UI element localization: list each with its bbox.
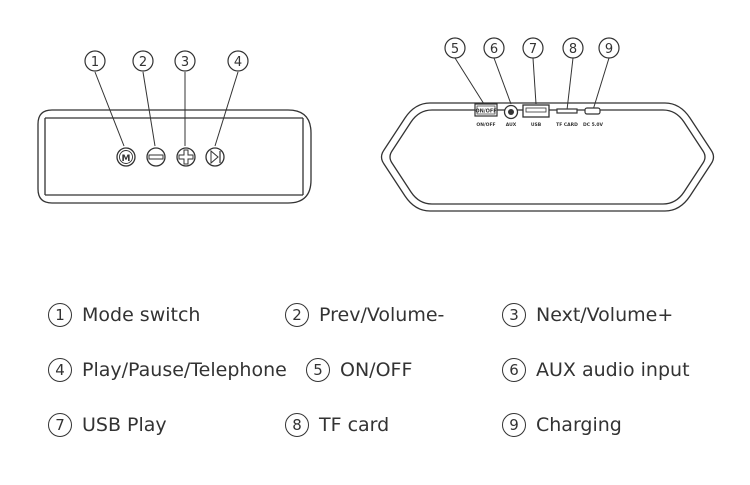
- switch-text: ON/OFF: [475, 109, 496, 115]
- legend-number: 4: [48, 358, 72, 382]
- svg-text:2: 2: [139, 55, 147, 70]
- svg-text:8: 8: [569, 42, 577, 57]
- legend-label: Charging: [536, 414, 622, 436]
- legend-item-2: 2 Prev/Volume-: [285, 303, 444, 327]
- usb-caption: USB: [531, 122, 542, 128]
- legend-label: Prev/Volume-: [319, 304, 445, 326]
- legend-label: AUX audio input: [536, 359, 690, 381]
- speaker-back-view: [380, 102, 715, 212]
- svg-text:6: 6: [490, 42, 498, 57]
- legend-label: TF card: [319, 414, 390, 436]
- callout-1: 1: [84, 50, 106, 72]
- switch-caption: ON/OFF: [476, 122, 495, 128]
- callout-6: 6: [483, 37, 505, 59]
- mode-button-label: M: [122, 154, 131, 164]
- mode-button[interactable]: M: [116, 147, 136, 167]
- svg-text:3: 3: [181, 55, 189, 70]
- callout-9: 9: [598, 37, 620, 59]
- legend-item-3: 3 Next/Volume+: [502, 303, 673, 327]
- legend-label: USB Play: [82, 414, 167, 436]
- play-pause-button[interactable]: [205, 147, 225, 167]
- svg-text:7: 7: [529, 42, 537, 57]
- aux-port[interactable]: AUX: [503, 104, 519, 129]
- aux-caption: AUX: [506, 122, 517, 128]
- tf-card-slot[interactable]: TF CARD: [556, 108, 578, 128]
- legend-item-1: 1 Mode switch: [48, 303, 200, 327]
- next-volume-up-button[interactable]: [176, 147, 196, 167]
- front-leader-lines: [94, 71, 239, 147]
- legend-label: Play/Pause/Telephone: [82, 359, 287, 381]
- legend-number: 1: [48, 303, 72, 327]
- legend-number: 9: [502, 413, 526, 437]
- dc-caption: DC 5.0V: [583, 122, 604, 128]
- legend-number: 2: [285, 303, 309, 327]
- power-switch[interactable]: ON/OFF ON/OFF: [474, 103, 498, 128]
- legend-label: ON/OFF: [340, 359, 413, 381]
- legend-item-6: 6 AUX audio input: [502, 358, 690, 382]
- speaker-front-view: [37, 109, 312, 204]
- dc-charging-port[interactable]: DC 5.0V: [583, 107, 604, 128]
- legend-number: 5: [306, 358, 330, 382]
- tf-caption: TF CARD: [556, 122, 578, 128]
- legend-item-9: 9 Charging: [502, 413, 622, 437]
- svg-text:9: 9: [605, 42, 613, 57]
- usb-port[interactable]: USB: [522, 104, 550, 128]
- prev-volume-down-button[interactable]: [146, 147, 166, 167]
- callout-3: 3: [174, 50, 196, 72]
- legend-item-7: 7 USB Play: [48, 413, 167, 437]
- legend-number: 3: [502, 303, 526, 327]
- svg-text:1: 1: [91, 55, 99, 70]
- svg-text:5: 5: [451, 42, 459, 57]
- legend-number: 7: [48, 413, 72, 437]
- legend-number: 8: [285, 413, 309, 437]
- callout-5: 5: [444, 37, 466, 59]
- callout-2: 2: [132, 50, 154, 72]
- legend-label: Mode switch: [82, 304, 201, 326]
- legend-item-4: 4 Play/Pause/Telephone: [48, 358, 287, 382]
- back-leader-lines: [454, 57, 610, 111]
- legend-number: 6: [502, 358, 526, 382]
- legend-item-5: 5 ON/OFF: [306, 358, 412, 382]
- callout-4: 4: [227, 50, 249, 72]
- callout-7: 7: [522, 37, 544, 59]
- legend-label: Next/Volume+: [536, 304, 674, 326]
- svg-text:4: 4: [234, 55, 242, 70]
- legend-item-8: 8 TF card: [285, 413, 389, 437]
- callout-8: 8: [562, 37, 584, 59]
